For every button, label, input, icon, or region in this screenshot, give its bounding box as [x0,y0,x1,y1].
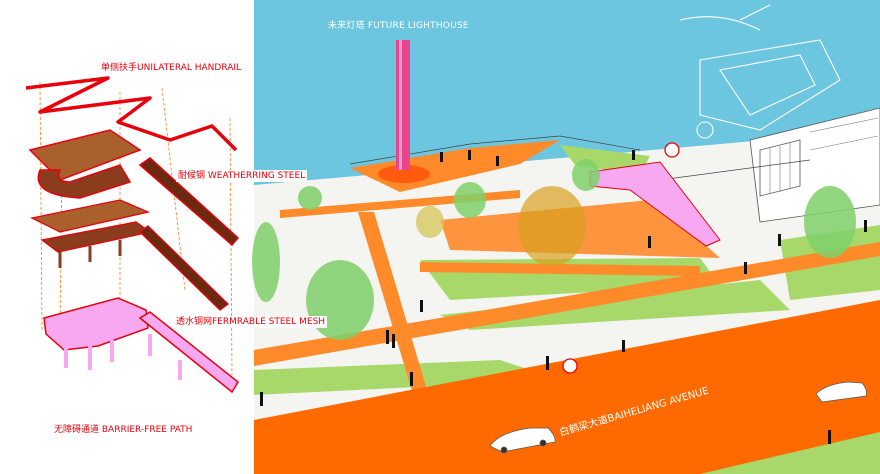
baiheliang-avenue-road [254,300,880,474]
label-handrail: 单侧扶手UNILATERAL HANDRAIL [99,62,244,74]
lighthouse-base [378,165,430,183]
site-render [252,0,880,474]
car-icon [489,381,867,454]
label-weathering-steel: 耐候钢 WEATHERRING STEEL [176,170,308,182]
weathering-steel-middle [30,199,229,311]
label-future-lighthouse: 未来灯塔 FUTURE LIGHTHOUSE [328,21,469,31]
weathering-steel-top [28,129,240,247]
small-tree [416,206,444,238]
handrail-shape [25,76,238,152]
label-barrier-free-path: 无障碍通道 BARRIER-FREE PATH [52,424,195,436]
label-permeable-mesh: 透水钢网FERMRABLE STEEL MESH [174,316,328,328]
wheelchair-icon [562,142,680,374]
road-verge [700,432,880,474]
exploded-structure [25,76,240,394]
future-lighthouse [396,40,410,170]
sketch-boat-icon [679,4,841,139]
people [260,150,867,444]
waterfront-building [749,107,880,223]
feature-tree [518,186,586,266]
mesh-path [43,297,239,394]
